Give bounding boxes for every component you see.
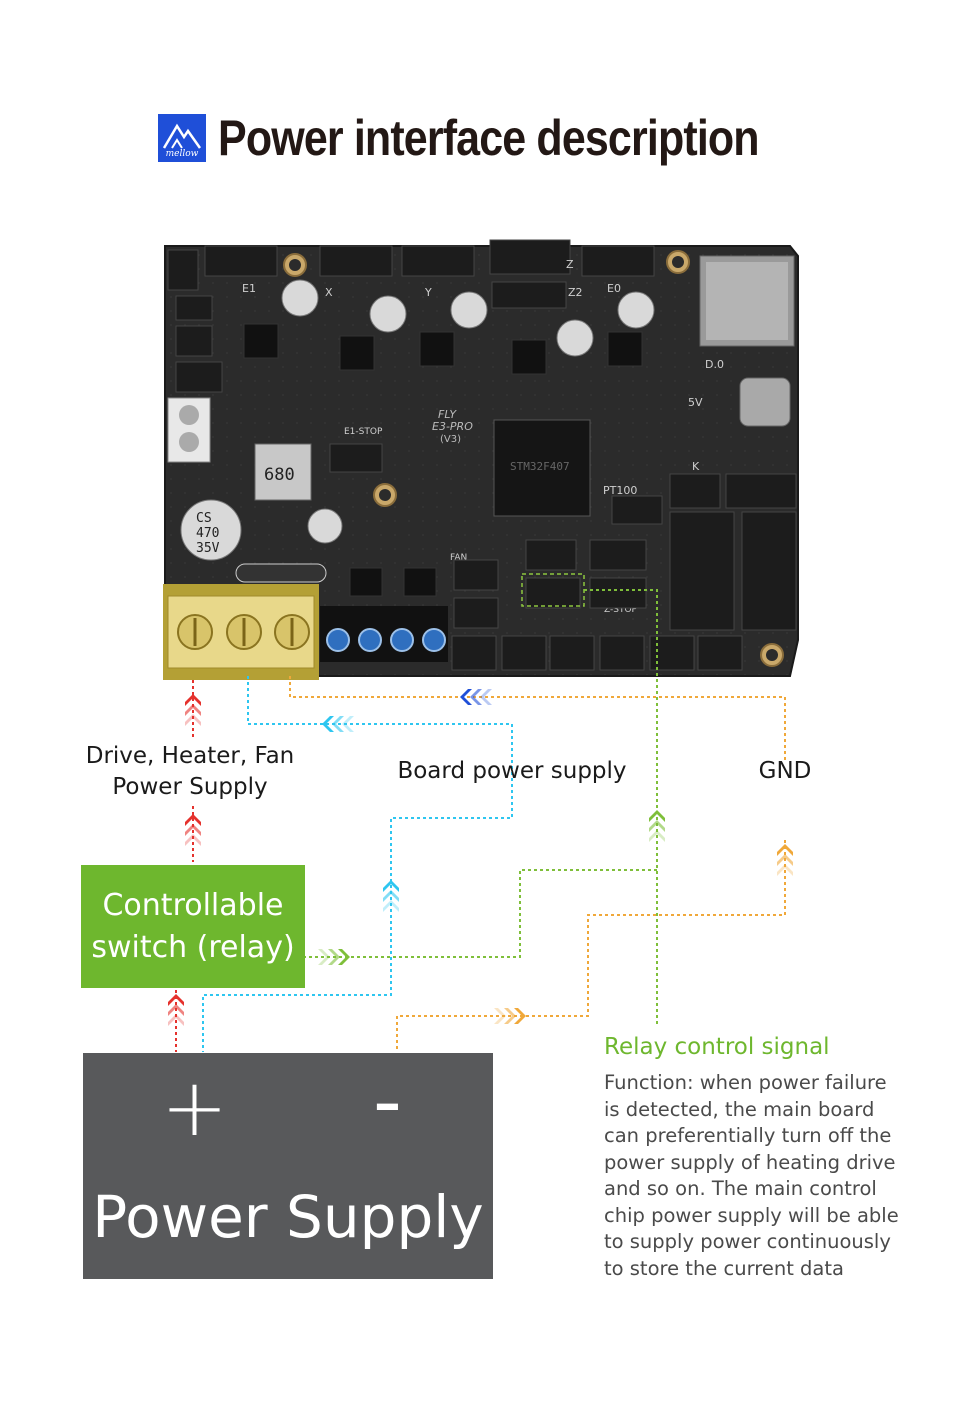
arrow-red-3 xyxy=(168,994,184,1026)
relay-signal-line xyxy=(305,589,658,1026)
arrow-cyan-left xyxy=(322,716,354,732)
gnd-line xyxy=(289,676,786,1052)
power-supply-box: + - Power Supply xyxy=(83,1053,493,1279)
drive-supply-label-line2: Power Supply xyxy=(112,774,268,800)
svg-text:Y: Y xyxy=(424,286,432,299)
drive-supply-line xyxy=(175,680,194,1052)
power-supply-label: Power Supply xyxy=(92,1183,484,1251)
svg-text:D.0: D.0 xyxy=(705,358,724,371)
arrow-green-left xyxy=(318,949,350,965)
svg-text:E1-STOP: E1-STOP xyxy=(344,427,383,437)
mainboard-pcb: CS 470 35V 680 STM32F407 FLY E3-PRO (V3)… xyxy=(163,239,799,680)
gnd-label: GND xyxy=(758,758,812,784)
svg-text:470: 470 xyxy=(196,526,219,541)
svg-text:CS: CS xyxy=(196,511,212,526)
relay-signal-title: Relay control signal xyxy=(604,1034,830,1060)
svg-text:680: 680 xyxy=(264,465,295,485)
svg-text:E0: E0 xyxy=(607,282,621,295)
arrow-orange-up xyxy=(777,844,793,876)
mellow-logo: mellow xyxy=(158,114,206,162)
relay-label-line2: switch (relay) xyxy=(91,929,295,965)
svg-text:35V: 35V xyxy=(196,541,220,556)
svg-text:FLY: FLY xyxy=(438,408,457,421)
arrow-red-2 xyxy=(185,814,201,846)
svg-text:5V: 5V xyxy=(688,396,703,409)
drive-supply-label: Drive, Heater, Fan Power Supply xyxy=(82,741,298,803)
logo-text: mellow xyxy=(165,149,199,159)
negative-terminal-sign: - xyxy=(373,1055,402,1148)
arrow-cyan-up xyxy=(383,880,399,912)
header: mellow Power interface description xyxy=(158,108,847,168)
svg-text:Z: Z xyxy=(566,258,574,271)
svg-text:Z-STOP: Z-STOP xyxy=(604,605,638,615)
svg-text:(V3): (V3) xyxy=(440,434,461,445)
board-supply-label: Board power supply xyxy=(397,758,627,784)
drive-supply-label-line1: Drive, Heater, Fan xyxy=(85,743,295,769)
arrow-orange-right xyxy=(494,1008,526,1024)
board-supply-line xyxy=(202,676,513,1052)
svg-text:PT100: PT100 xyxy=(603,484,637,497)
arrow-green-up xyxy=(649,810,665,842)
arrow-blue-left xyxy=(460,689,492,705)
relay-box: Controllable switch (relay) xyxy=(81,865,305,988)
positive-terminal-sign: + xyxy=(161,1061,229,1154)
svg-text:X: X xyxy=(325,286,333,299)
arrow-red-1 xyxy=(185,694,201,726)
relay-signal-description: Function: when power failure is detected… xyxy=(604,1071,899,1280)
svg-text:STM32F407: STM32F407 xyxy=(510,460,570,473)
svg-text:K: K xyxy=(692,460,700,473)
svg-text:FAN: FAN xyxy=(450,553,467,563)
svg-text:E1: E1 xyxy=(242,282,256,295)
svg-text:Z2: Z2 xyxy=(568,286,583,299)
svg-text:E3-PRO: E3-PRO xyxy=(432,420,473,433)
relay-label-line1: Controllable xyxy=(102,887,284,923)
page-title: Power interface description xyxy=(218,110,760,166)
